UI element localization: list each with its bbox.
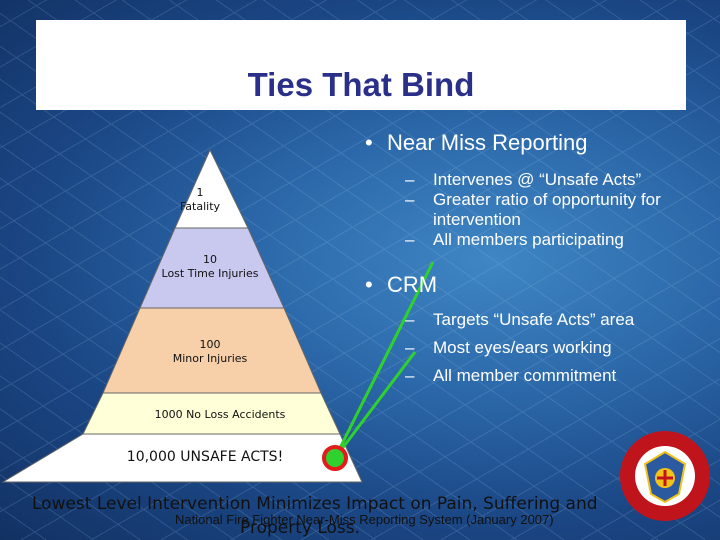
dash: – (405, 338, 415, 357)
footer-main-line-1: Lowest Level Intervention Minimizes Impa… (32, 494, 598, 514)
pyramid-label-lost-time-text: Lost Time Injuries (161, 267, 259, 280)
footer: Lowest Level Intervention Minimizes Impa… (0, 494, 720, 540)
pyramid-label-unsafe-acts: 10,000 UNSAFE ACTS! (80, 450, 330, 464)
slide-title: Ties That Bind (247, 66, 475, 103)
sub-bullet: All member commitment (433, 366, 617, 385)
pyramid-label-no-loss-text: 1000 No Loss Accidents (154, 408, 286, 421)
sub-bullet: Most eyes/ears working (433, 338, 612, 357)
footer-main-line-2: Property Loss. (240, 518, 361, 538)
nfff-logo (620, 431, 710, 521)
dash: – (405, 190, 415, 209)
sub-bullet: Targets “Unsafe Acts” area (433, 310, 635, 329)
sub-bullet: Greater ratio of opportunity for interve… (433, 190, 661, 229)
bullet-list: • Near Miss Reporting –Intervenes @ “Uns… (365, 130, 715, 386)
title-box: Ties That Bind (36, 20, 686, 110)
target-circle (322, 445, 348, 471)
pyramid-label-no-loss: 1000 No Loss Accidents (100, 408, 340, 422)
sub-bullet: All members participating (433, 230, 624, 249)
dash: – (405, 310, 415, 329)
pyramid-label-lost-time: 10 Lost Time Injuries (120, 253, 300, 281)
pyramid-label-minor-count: 100 (199, 338, 221, 351)
bullet-dot: • (365, 130, 373, 155)
pyramid-label-fatality-count: 1 (196, 186, 204, 199)
connector-line-crm (333, 351, 417, 459)
pyramid-label-unsafe-acts-text: 10,000 UNSAFE ACTS! (126, 449, 284, 465)
bullet-near-miss-label: Near Miss Reporting (387, 130, 588, 155)
bullet-near-miss: • Near Miss Reporting –Intervenes @ “Uns… (365, 130, 715, 250)
bullet-dot: • (365, 272, 373, 297)
pyramid-label-fatality: 1 Fatality (150, 186, 250, 214)
dash: – (405, 230, 415, 249)
dash: – (405, 170, 415, 189)
pyramid-level-unsafe-acts (1, 433, 363, 483)
bullet-crm: • CRM –Targets “Unsafe Acts” area –Most … (365, 272, 715, 386)
footer-overlay-caption: National Fire Fighter Near-Miss Reportin… (175, 512, 554, 527)
pyramid-label-fatality-text: Fatality (179, 200, 221, 213)
pyramid-label-lost-time-count: 10 (203, 253, 217, 266)
pyramid-label-minor-text: Minor Injuries (172, 352, 248, 365)
dash: – (405, 366, 415, 385)
sub-bullet: Intervenes @ “Unsafe Acts” (433, 170, 642, 189)
pyramid-label-minor: 100 Minor Injuries (130, 338, 290, 366)
bullet-crm-label: CRM (387, 272, 438, 297)
connector-line-near-miss (333, 261, 435, 459)
